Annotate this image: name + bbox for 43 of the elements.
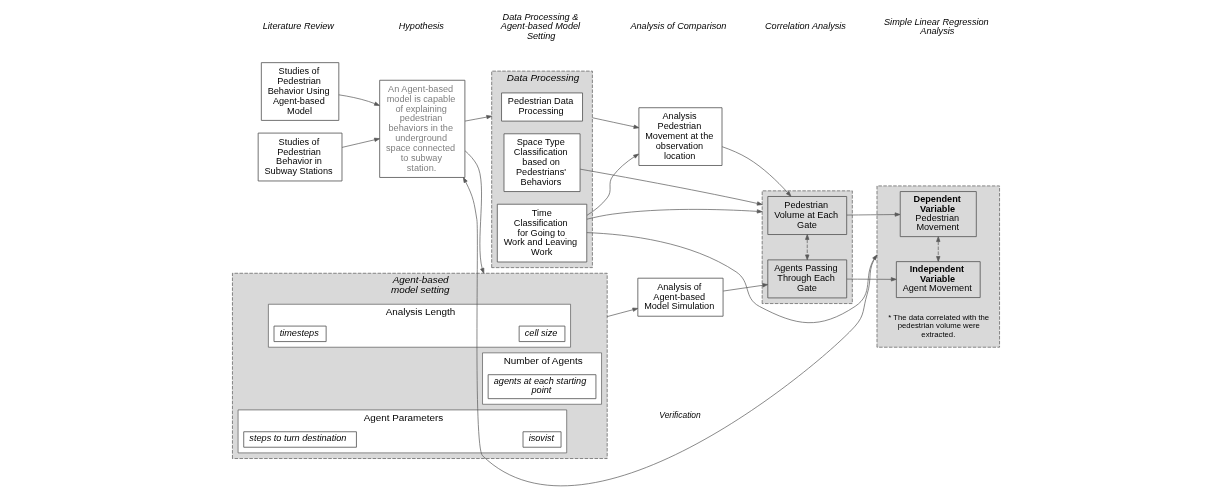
label: Analysis of Comparison xyxy=(629,21,726,32)
node-box: Analysis Pedestrian Movement at the observation location xyxy=(637,107,722,166)
arrow xyxy=(804,234,809,261)
arrow xyxy=(341,137,380,148)
node-label: * The data correlated with the pedestrian volume were extracted. xyxy=(887,312,989,339)
node-box: Time Classification for Going to Work and Leaving Work xyxy=(496,203,587,263)
node-box: Studies of Pedestrian Behavior Using Agent-based Model xyxy=(260,62,339,121)
arrow xyxy=(462,177,877,486)
arrow xyxy=(846,212,900,217)
arrow xyxy=(464,115,492,122)
node-box: Pedestrian Volume at Each Gate xyxy=(766,196,847,235)
label: Literature Review xyxy=(262,21,334,32)
node-box: timesteps xyxy=(273,325,327,342)
node-box: isovist xyxy=(522,431,561,448)
node-box: Agents Passing Through Each Gate xyxy=(766,259,847,299)
arrow xyxy=(464,150,484,274)
label: Correlation Analysis xyxy=(764,21,846,32)
arrow xyxy=(722,283,768,292)
node-box: steps to turn destination xyxy=(242,431,357,448)
arrow xyxy=(721,146,791,197)
arrow xyxy=(606,307,638,317)
node-box: Studies of Pedestrian Behavior in Subway Stations xyxy=(257,132,342,182)
arrow xyxy=(586,153,639,216)
arrow xyxy=(586,209,762,220)
arrow xyxy=(338,94,380,106)
arrow xyxy=(935,236,940,262)
arrow xyxy=(846,277,897,282)
node-box: cell size xyxy=(518,325,565,342)
node-box: Independent Variable Agent Movement xyxy=(895,261,981,298)
label: Simple Linear Regression Analysis xyxy=(883,16,989,37)
node-box: agents at each starting point xyxy=(487,374,596,400)
node-box: Pedestrian Data Processing xyxy=(500,92,583,122)
label: Hypothesis xyxy=(398,21,444,32)
arrow xyxy=(579,168,762,206)
cluster xyxy=(876,185,1000,348)
label: Data Processing & Agent-based Model Setting xyxy=(500,12,580,41)
node-box: An Agent-based model is capable of explaining pedestrian behaviors in the underground space connected to subway station. xyxy=(378,79,465,178)
edge-label: Verification xyxy=(658,410,701,421)
arrow xyxy=(586,232,877,324)
node-box: Space Type Classification based on Pedestrians' Behaviors xyxy=(503,133,580,192)
arrow xyxy=(591,117,639,129)
node-box: Dependent Variable Pedestrian Movement xyxy=(899,191,977,238)
node-box: Analysis of Agent-based Model Simulation xyxy=(636,277,723,317)
